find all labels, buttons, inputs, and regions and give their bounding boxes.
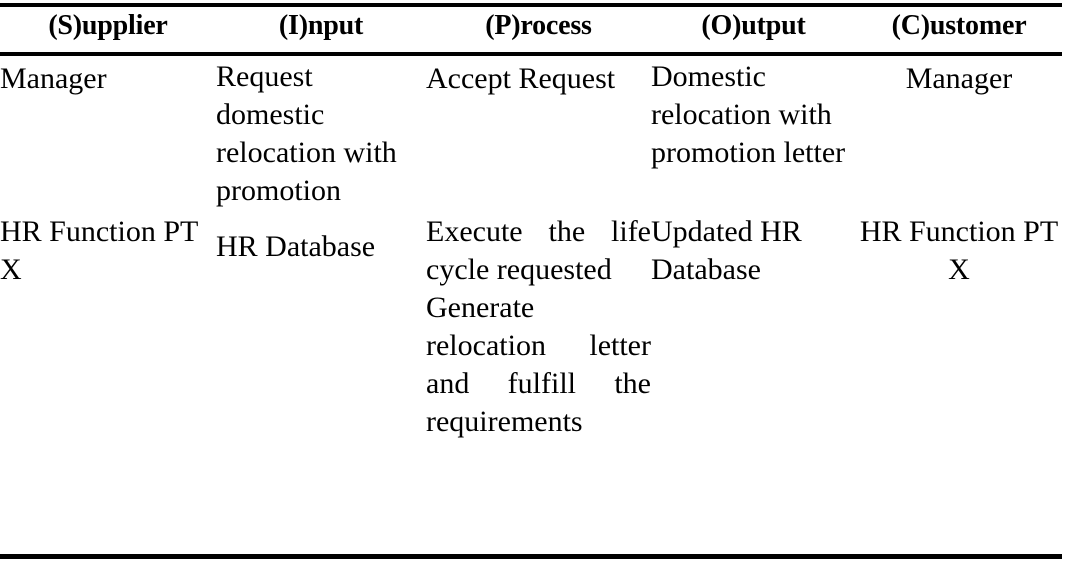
cell-text: Updated HR Database (651, 215, 802, 286)
cell-input-row1: Request domestic relocation with promoti… (216, 52, 426, 210)
column-header-customer: (C)ustomer (891, 10, 1027, 41)
cell-text: Request domestic relocation with promoti… (216, 60, 397, 207)
column-header-input: (I)nput (278, 10, 364, 41)
cell-output-row1: Domestic relocation with promotion lette… (651, 52, 856, 210)
table-top-rule (0, 3, 1062, 7)
sipoc-table: (S)upplier (I)nput (P)rocess (O)utput (C… (0, 0, 1062, 441)
cell-process-row2: Execute the life cycle requested Generat… (426, 210, 651, 441)
cell-input-row2: HR Database (216, 210, 426, 441)
cell-customer-row2: HR Function PT X (856, 210, 1062, 441)
cell-supplier-row1: Manager (0, 52, 216, 210)
column-header-supplier: (S)upplier (48, 10, 168, 41)
cell-text: HR Database (216, 230, 376, 263)
table-bottom-rule (0, 554, 1062, 559)
cell-supplier-row2: HR Function PT X (0, 210, 216, 441)
cell-process-row1: Accept Request (426, 52, 651, 210)
cell-customer-row1: Manager (856, 52, 1062, 210)
table-header-rule (0, 52, 1062, 56)
table-row: Manager Request domestic relocation with… (0, 52, 1062, 210)
cell-text: HR Function PT X (0, 215, 198, 286)
column-header-process: (P)rocess (485, 10, 592, 41)
cell-text: Domestic relocation with promotion lette… (651, 60, 846, 169)
cell-text-paragraph-1: Execute the life cycle requested (426, 215, 651, 286)
cell-text: Manager (905, 62, 1013, 95)
table-row: HR Function PT X HR Database Execute the… (0, 210, 1062, 441)
cell-text: Accept Request (426, 62, 616, 95)
cell-text: Manager (0, 62, 107, 95)
cell-output-row2: Updated HR Database (651, 210, 856, 441)
column-header-output: (O)utput (701, 10, 806, 41)
cell-text-paragraph-2: Generate relocation letter and fulfill t… (426, 291, 651, 438)
table-header-row: (S)upplier (I)nput (P)rocess (O)utput (C… (0, 0, 1062, 52)
cell-text: HR Function PT X (859, 215, 1059, 286)
